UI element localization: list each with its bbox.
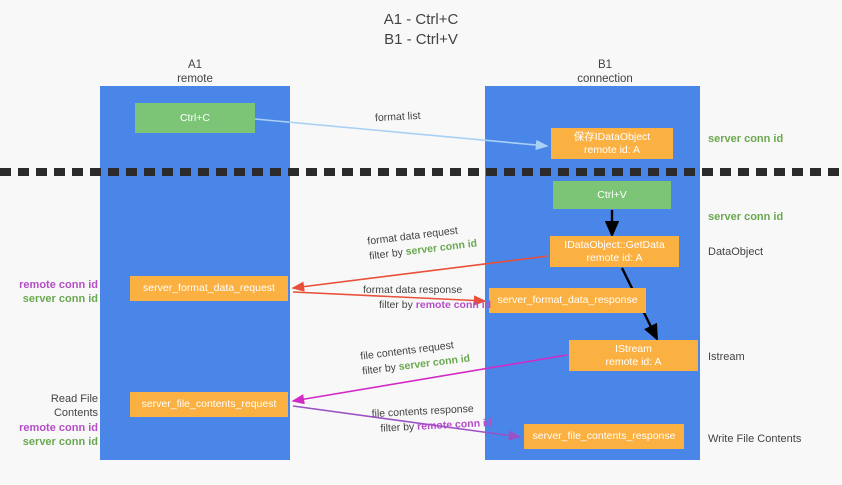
page-title: A1 - Ctrl+C B1 - Ctrl+V — [0, 10, 842, 50]
title-line-1: A1 - Ctrl+C — [383, 11, 459, 28]
label-read-file-contents: Read File Contents — [50, 393, 98, 419]
label-write-file-contents: Write File Contents — [708, 433, 802, 445]
label-istream: Istream — [708, 351, 745, 363]
edge-label-file-contents-request: file contents request filter by server c… — [360, 336, 471, 379]
label-conn-ids-upper: remote conn id server conn id — [10, 278, 98, 306]
box-server-format-data-request-label: server_format_data_request — [143, 282, 275, 294]
edge-label-fdres-line2: filter by remote conn id — [379, 298, 491, 313]
box-getdata-line2: remote id: A — [586, 251, 643, 264]
label-server-conn-id-top: server conn id — [708, 133, 784, 145]
box-save-idataobject[interactable]: 保存IDataObject remote id: A — [551, 128, 673, 159]
edge-label-format-data-request: format data request filter by server con… — [367, 221, 478, 264]
edge-label-fcres-filter-prefix: filter by — [380, 420, 418, 435]
box-ctrl-c-label: Ctrl+C — [179, 111, 211, 124]
box-save-idataobject-line2: remote id: A — [583, 143, 641, 156]
label-remote-conn-id-upper: remote conn id — [19, 279, 98, 291]
title-line-2: B1 - Ctrl+V — [384, 31, 458, 48]
column-b1-sub: connection — [577, 73, 633, 85]
column-a1-sub: remote — [177, 73, 213, 85]
box-server-file-contents-response[interactable]: server_file_contents_response — [524, 424, 684, 449]
edge-label-fdres-filter-value: remote conn id — [415, 299, 492, 311]
box-ctrl-v-label: Ctrl+V — [597, 188, 627, 201]
box-server-file-contents-request-label: server_file_contents_request — [141, 398, 277, 410]
label-server-conn-id-upper: server conn id — [22, 293, 98, 305]
edge-label-fdreq-filter-prefix: filter by — [368, 246, 407, 263]
edge-label-fcreq-filter-prefix: filter by — [361, 361, 400, 378]
column-a1-name: A1 — [187, 59, 203, 71]
edge-label-format-list-text: format list — [374, 109, 421, 125]
label-remote-conn-id-lower: remote conn id — [19, 422, 98, 434]
box-server-file-contents-response-label: server_file_contents_response — [532, 430, 676, 442]
edge-label-format-data-response: format data response filter by remote co… — [363, 283, 491, 313]
edge-label-fdres-line1: format data response — [363, 284, 463, 296]
box-server-format-data-response-label: server_format_data_response — [497, 294, 638, 306]
box-istream[interactable]: IStream remote id: A — [569, 340, 698, 371]
box-server-format-data-request[interactable]: server_format_data_request — [130, 276, 288, 301]
box-server-format-data-response[interactable]: server_format_data_response — [489, 288, 646, 313]
box-ctrl-c[interactable]: Ctrl+C — [135, 103, 255, 133]
box-ctrl-v[interactable]: Ctrl+V — [553, 181, 671, 209]
edge-label-fcres-filter-value: remote conn id — [416, 416, 493, 433]
label-dataobject: DataObject — [708, 246, 764, 258]
edge-label-fdres-filter-prefix: filter by — [379, 299, 416, 311]
box-save-idataobject-line1: 保存IDataObject — [573, 130, 651, 143]
label-server-conn-id-second: server conn id — [708, 211, 784, 223]
edge-label-file-contents-response: file contents response filter by remote … — [371, 401, 492, 437]
box-idataobject-getdata[interactable]: IDataObject::GetData remote id: A — [550, 236, 679, 267]
box-istream-line2: remote id: A — [605, 355, 662, 368]
edge-label-format-list: format list — [375, 109, 421, 126]
column-header-a1: A1 remote — [120, 58, 270, 86]
box-getdata-line1: IDataObject::GetData — [564, 238, 665, 251]
phase-divider — [0, 168, 842, 176]
box-server-file-contents-request[interactable]: server_file_contents_request — [130, 392, 288, 417]
column-header-b1: B1 connection — [530, 58, 680, 86]
box-istream-line1: IStream — [615, 342, 652, 355]
label-server-conn-id-lower: server conn id — [22, 436, 98, 448]
column-b1-name: B1 — [597, 59, 613, 71]
label-read-file-contents-group: Read File Contents remote conn id server… — [6, 392, 98, 449]
